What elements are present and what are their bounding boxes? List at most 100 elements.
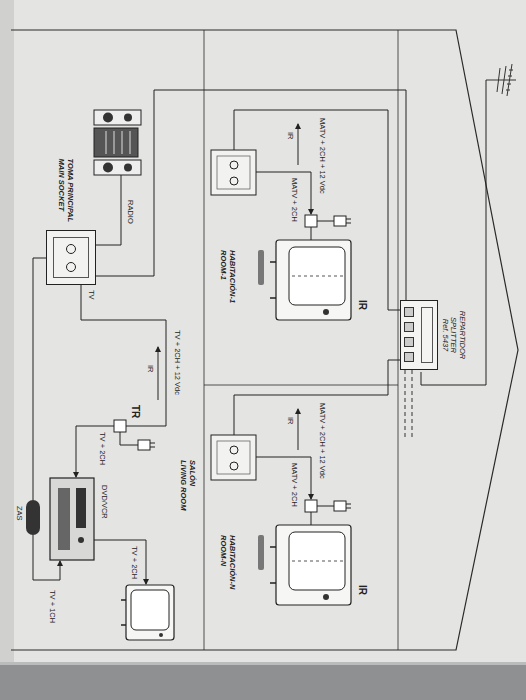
signal-label: MATV + 2CH + 12 Vdc [317,403,326,479]
drawing-part [121,600,126,625]
ir-label: IR [285,132,294,140]
drawing-part [106,131,130,154]
drawing-part [334,216,346,226]
signal-label: MATV + 2CH [289,178,298,222]
drawing-part [96,175,121,245]
house-outline [11,30,518,650]
drawing-part [94,128,138,157]
splitter-box: REPARTIDOR SPLITTER Ref. 5437 [400,300,466,370]
ir-label: IR [357,585,369,595]
drawing-part [230,161,238,169]
socket-label: TOMA PRINCIPAL MAIN SOCKET [57,159,74,225]
drawing-part [289,247,345,305]
drawing-part [412,370,413,440]
drawing-part [120,432,138,445]
device-label: ZAS [14,506,23,521]
drawing-part [270,262,276,298]
drawing-part [76,426,114,477]
drawing-part [94,110,141,125]
drawing-part [76,488,86,528]
ir-label: IR [357,300,369,310]
drawing-part [50,478,94,560]
adapter-label: TR [130,405,142,418]
drawing-part [78,537,84,543]
cable-connector [96,90,406,300]
signal-label: TV + 2CH + 12 Vdc [172,330,181,395]
antenna-symbol [486,64,516,96]
room-label: SALÓN LIVING ROOM [179,460,196,512]
drawing-part [33,258,46,500]
drawing-part [323,309,329,315]
drawing-part [346,219,351,223]
drawing-part [204,385,398,386]
drawing-part [0,662,526,665]
signal-label: TV + 2CH [129,546,138,579]
main-socket: TOMA PRINCIPAL MAIN SOCKET [46,159,96,286]
signal-label: MATV + 2CH [289,463,298,507]
drawing-part [486,80,516,81]
socket-jack [66,244,76,254]
drawing-part [131,590,169,630]
signal-label: TV + 1CH [47,590,56,623]
dvd-vcr-symbol [50,478,94,560]
drawing-part [234,110,400,310]
ir-label: IR [145,365,154,373]
drawing-part [234,360,400,435]
extra-outputs [405,370,412,440]
signal-label: TV + 2CH [97,432,106,465]
drawing-part [103,113,113,123]
plug-symbol [138,440,155,450]
drawing-part [217,156,250,189]
drawing-part [150,443,155,447]
drawing-part [103,163,113,173]
drawing-part [398,30,399,650]
drawing-part [124,164,132,172]
splitter-port [404,322,414,332]
drawing-part [276,240,351,320]
socket-plate [46,230,96,285]
drawing-part [497,64,512,96]
drawing-part [124,114,132,122]
drawing-part [58,488,70,550]
drawing-part [204,30,205,650]
drawing-part [11,30,518,650]
drawing-part [0,662,526,700]
splitter-port [404,352,414,362]
room-label: HABITACIÓN-1 ROOM-1 [219,250,236,305]
splitter-panel [421,307,433,363]
zas-decoder [26,500,40,535]
drawing-part [230,177,238,185]
drawing-part [159,633,163,637]
splitter-port [404,337,414,347]
room-label: HABITACIÓN-N ROOM-N [219,535,236,591]
device-label: DVD/VCR [99,485,108,519]
room-equipment [211,124,351,320]
drawing-part [506,70,513,90]
drawing-part [405,370,406,440]
room-feeders [234,110,400,435]
drawing-part [126,585,174,640]
drawing-part [305,215,317,227]
drawing-part [81,285,166,426]
signal-label: RADIO [125,200,134,224]
hifi-symbol [94,110,141,175]
drawing-part [258,250,264,285]
tr-adapter [114,420,126,432]
drawing-part [291,276,343,277]
signal-label: TV [86,290,95,300]
drawing-part [138,440,150,450]
drawing-part [0,0,14,700]
socket-jack [66,262,76,272]
splitter-label: REPARTIDOR SPLITTER Ref. 5437 [440,310,466,360]
drawing-part [256,172,311,214]
drawing-part [94,540,146,584]
drawing-part [211,150,256,195]
drawing-part [298,124,299,165]
room-equipment [211,409,351,605]
drawing-part [94,160,141,175]
signal-label: MATV + 2CH + 12 Vdc [317,118,326,194]
living-tv-symbol [121,585,174,640]
drawing-part [158,347,159,400]
